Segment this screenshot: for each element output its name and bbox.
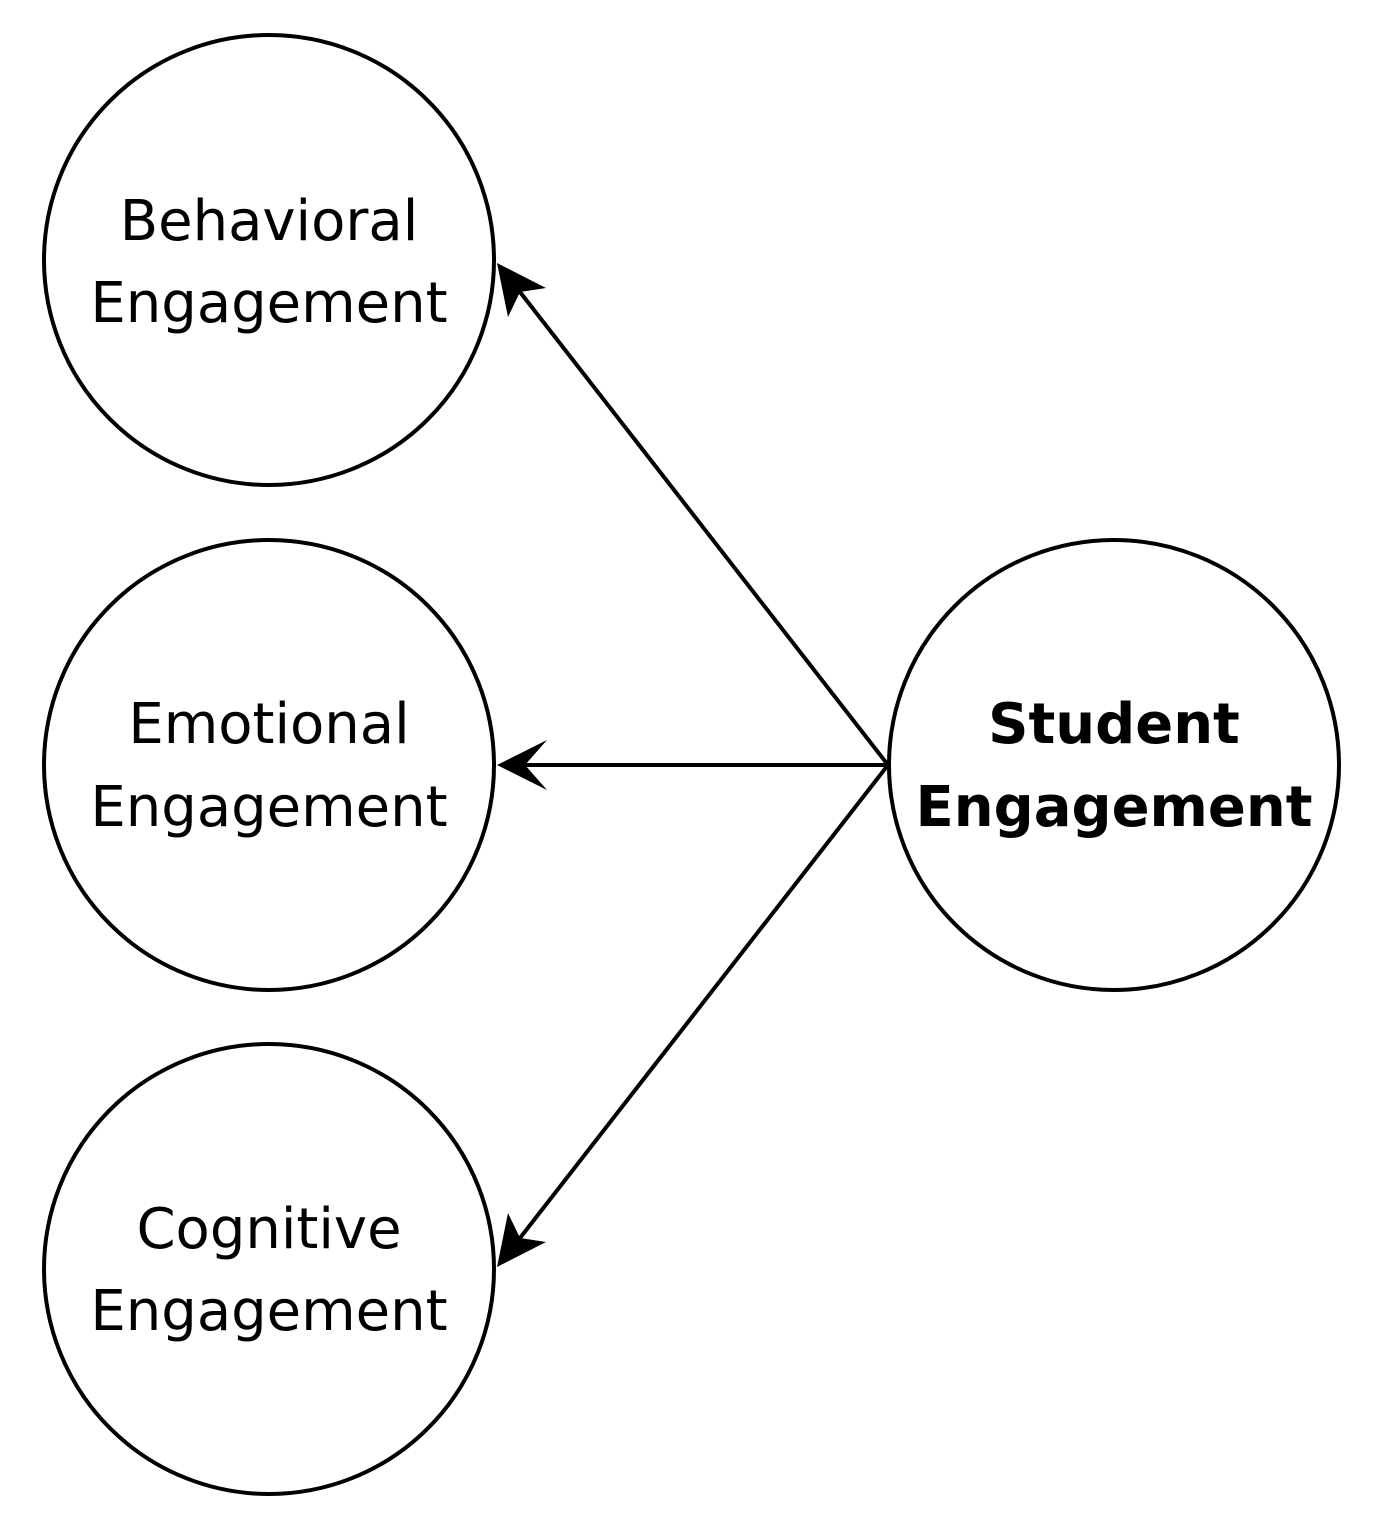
arrowhead-behavioral [497, 263, 546, 317]
edge-student-to-cognitive [518, 763, 890, 1240]
arrowhead-cognitive [497, 1213, 546, 1267]
node-circle [42, 1042, 496, 1496]
node-label-line2: Engagement [90, 1279, 447, 1344]
node-circle [42, 33, 496, 487]
node-label-line2: Engagement [915, 775, 1312, 840]
node-student-engagement: Student Engagement [887, 538, 1341, 992]
node-circle [42, 538, 496, 992]
node-emotional-engagement: Emotional Engagement [42, 538, 496, 992]
node-label-line2: Engagement [90, 271, 447, 336]
node-behavioral-engagement: Behavioral Engagement [42, 33, 496, 487]
node-circle [887, 538, 1341, 992]
node-label-line1: Emotional [128, 692, 409, 757]
edge-student-to-behavioral [518, 290, 890, 767]
node-label-line2: Engagement [90, 775, 447, 840]
node-label-line1: Behavioral [120, 189, 419, 254]
node-cognitive-engagement: Cognitive Engagement [42, 1042, 496, 1496]
arrowhead-emotional [497, 740, 547, 790]
node-label-line1: Cognitive [136, 1197, 401, 1262]
node-label-line1: Student [988, 692, 1240, 757]
edges [497, 263, 890, 1267]
